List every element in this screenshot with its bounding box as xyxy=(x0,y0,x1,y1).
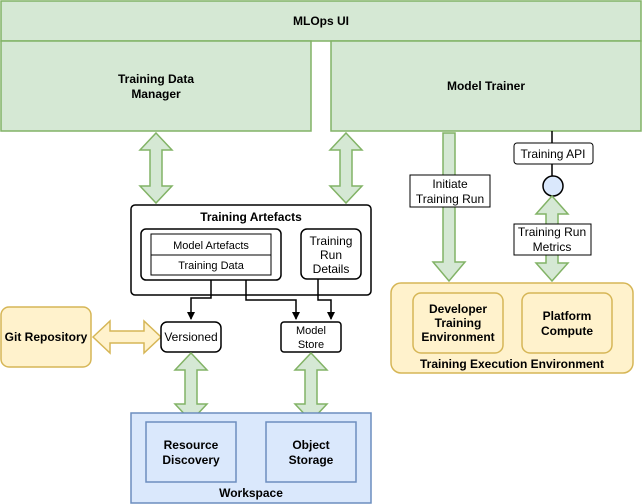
model-artefacts-label: Model Artefacts xyxy=(173,240,249,252)
initiate-run-label-1: Initiate xyxy=(432,177,468,191)
initiate-run-label-2: Training Run xyxy=(416,192,484,206)
resource-discovery-label-2: Discovery xyxy=(162,453,220,467)
object-storage-label-1: Object xyxy=(292,438,329,452)
model-artefacts-cell[interactable]: Model Artefacts xyxy=(150,233,272,256)
training-api-endpoint-circle[interactable] xyxy=(542,175,564,197)
training-api-label-box: Training API xyxy=(513,142,594,165)
run-details-label-2: Run xyxy=(320,248,342,262)
mlops-ui-header[interactable]: MLOps UI xyxy=(0,0,642,42)
developer-env-label-1: Developer xyxy=(429,302,487,316)
training-artefacts-title: Training Artefacts xyxy=(200,210,302,224)
resource-discovery-label-1: Resource xyxy=(164,438,219,452)
platform-compute-box[interactable]: Platform Compute xyxy=(521,292,613,354)
run-details-label-1: Training xyxy=(310,234,353,248)
run-details-to-model-store-line xyxy=(317,279,335,320)
developer-env-label-3: Environment xyxy=(421,330,494,344)
developer-training-environment-box[interactable]: Developer Training Environment xyxy=(412,292,504,354)
git-repository-box[interactable]: Git Repository xyxy=(0,306,92,368)
training-run-metrics-label-box: Training Run Metrics xyxy=(513,223,592,256)
training-run-details-box[interactable]: Training Run Details xyxy=(300,228,362,280)
model-trainer-label: Model Trainer xyxy=(447,79,525,93)
run-metrics-label-1: Training Run xyxy=(518,225,586,239)
versioned-workspace-double-arrow xyxy=(173,351,209,423)
object-storage-label-2: Storage xyxy=(289,453,334,467)
run-metrics-label-2: Metrics xyxy=(533,240,572,254)
initiate-training-run-label-box: Initiate Training Run xyxy=(409,174,491,208)
mlops-ui-title: MLOps UI xyxy=(293,14,349,28)
training-data-label: Training Data xyxy=(178,260,245,272)
training-data-cell[interactable]: Training Data xyxy=(150,254,272,276)
run-details-label-3: Details xyxy=(313,262,350,276)
git-repository-label: Git Repository xyxy=(5,330,88,344)
workspace-title: Workspace xyxy=(219,486,283,500)
tdm-artefacts-double-arrow xyxy=(138,131,174,205)
versioned-box[interactable]: Versioned xyxy=(160,321,222,353)
platform-compute-label-1: Platform xyxy=(543,309,592,323)
versioned-label: Versioned xyxy=(164,330,217,344)
model-store-workspace-double-arrow xyxy=(293,351,329,423)
training-data-manager-label-2: Manager xyxy=(131,87,181,101)
object-storage-box[interactable]: Object Storage xyxy=(265,421,357,483)
trainer-artefacts-double-arrow xyxy=(328,131,364,205)
training-execution-environment-title: Training Execution Environment xyxy=(420,357,604,371)
model-store-label-2: Store xyxy=(298,339,324,351)
training-api-label: Training API xyxy=(521,147,586,161)
model-trainer-box[interactable]: Model Trainer xyxy=(330,40,642,132)
developer-env-label-2: Training xyxy=(435,316,482,330)
resource-discovery-box[interactable]: Resource Discovery xyxy=(145,421,237,483)
training-data-to-versioned-line xyxy=(187,280,212,320)
model-store-label-1: Model xyxy=(296,325,326,337)
platform-compute-label-2: Compute xyxy=(541,324,593,338)
training-data-manager-box[interactable]: Training Data Manager xyxy=(0,40,312,132)
artefacts-to-model-store-line xyxy=(245,280,300,320)
git-versioned-double-arrow xyxy=(91,319,163,355)
training-data-manager-label-1: Training Data xyxy=(118,72,194,86)
model-store-box[interactable]: Model Store xyxy=(280,321,342,353)
